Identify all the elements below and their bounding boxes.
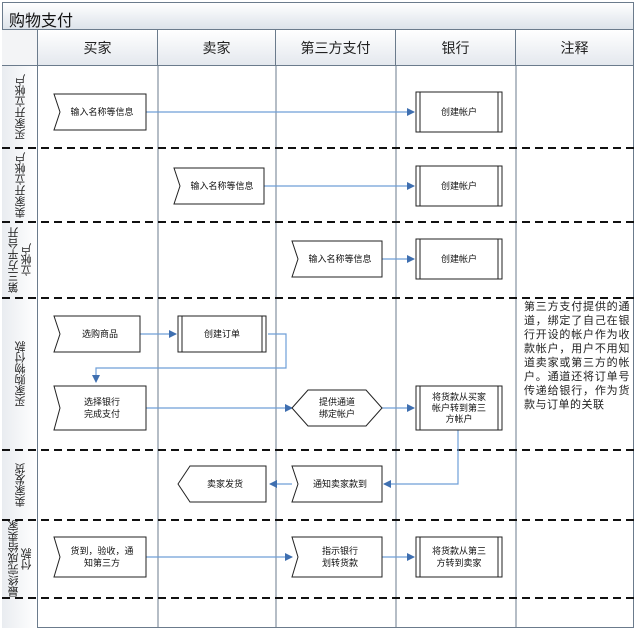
phase-separators xyxy=(2,147,634,599)
label-buyer-confirm-1: 货到，验收，通 xyxy=(70,545,133,557)
diagram-title: 购物支付 xyxy=(9,11,74,30)
label-buyer-confirm-2: 知第三方 xyxy=(84,557,120,569)
label-buyer-select: 选购商品 xyxy=(82,328,118,340)
label-third-notify: 通知卖家款到 xyxy=(313,478,367,490)
label-buyer-bank-2: 完成支付 xyxy=(84,408,120,420)
shape-third-input xyxy=(291,240,383,278)
title-bar: 购物支付 xyxy=(2,2,634,30)
header-corner xyxy=(2,30,38,66)
label-bank-final-2: 方转到卖家 xyxy=(436,557,481,569)
shape-bank-create-3 xyxy=(415,238,503,280)
shape-bank-create-2 xyxy=(415,165,503,207)
label-buyer-input: 输入名称等信息 xyxy=(70,106,133,118)
shape-bank-create-1 xyxy=(415,91,503,133)
lane-header-buyer: 买家 xyxy=(38,30,158,66)
shape-labels: 输入名称等信息 创建帐户 输入名称等信息 创建帐户 输入名称等信息 创建帐户 选… xyxy=(70,106,486,569)
label-seller-ship: 卖家发货 xyxy=(207,478,243,490)
label-bank-transfer-1: 将货款从买家 xyxy=(432,391,486,403)
label-bank-create-2: 创建帐户 xyxy=(441,180,477,192)
shape-seller-ship xyxy=(177,465,267,503)
label-bank-create-1: 创建帐户 xyxy=(441,106,477,118)
lane-header-third-party: 第三方支付 xyxy=(276,30,396,66)
shape-buyer-select xyxy=(53,315,141,353)
label-seller-order: 创建订单 xyxy=(204,328,240,340)
label-seller-input: 输入名称等信息 xyxy=(190,180,253,192)
label-third-channel-1: 提供通道 xyxy=(319,396,355,408)
label-third-instruct-1: 指示银行 xyxy=(322,545,358,557)
lane-header-seller: 卖家 xyxy=(158,30,276,66)
label-bank-transfer-2: 帐户转到第三 xyxy=(432,402,486,414)
shape-third-instruct xyxy=(291,536,383,578)
label-third-channel-2: 绑定帐户 xyxy=(319,408,355,420)
shape-third-channel xyxy=(291,389,383,427)
shape-buyer-input xyxy=(53,93,147,131)
label-bank-final-1: 将货款从第三 xyxy=(432,545,486,557)
lane-separators xyxy=(157,66,517,628)
shape-seller-order xyxy=(177,315,267,353)
shapes xyxy=(53,91,503,578)
lane-header-notes: 注释 xyxy=(516,30,634,66)
phase-column xyxy=(2,66,38,628)
note-text: 第三方支付提供的通道，绑定了自己在银行开设的帐户作为收款帐户，用户不用知道卖家或… xyxy=(524,300,630,411)
label-third-input: 输入名称等信息 xyxy=(308,253,371,265)
shape-third-notify xyxy=(291,465,383,503)
shape-seller-input xyxy=(173,167,265,205)
shape-bank-final xyxy=(415,536,503,578)
label-third-instruct-2: 划转货款 xyxy=(322,557,358,569)
label-bank-transfer-3: 方帐户 xyxy=(445,413,472,425)
lane-header-bank: 银行 xyxy=(396,30,516,66)
label-buyer-bank-1: 选择银行 xyxy=(84,396,120,408)
shape-bank-transfer xyxy=(415,385,503,431)
arrow-order-to-bank-select xyxy=(92,333,287,383)
shape-buyer-bank xyxy=(53,385,147,431)
shape-buyer-confirm xyxy=(53,536,147,578)
connectors xyxy=(92,108,459,561)
arrow-bank-to-notify xyxy=(383,430,459,488)
label-bank-create-3: 创建帐户 xyxy=(441,253,477,265)
